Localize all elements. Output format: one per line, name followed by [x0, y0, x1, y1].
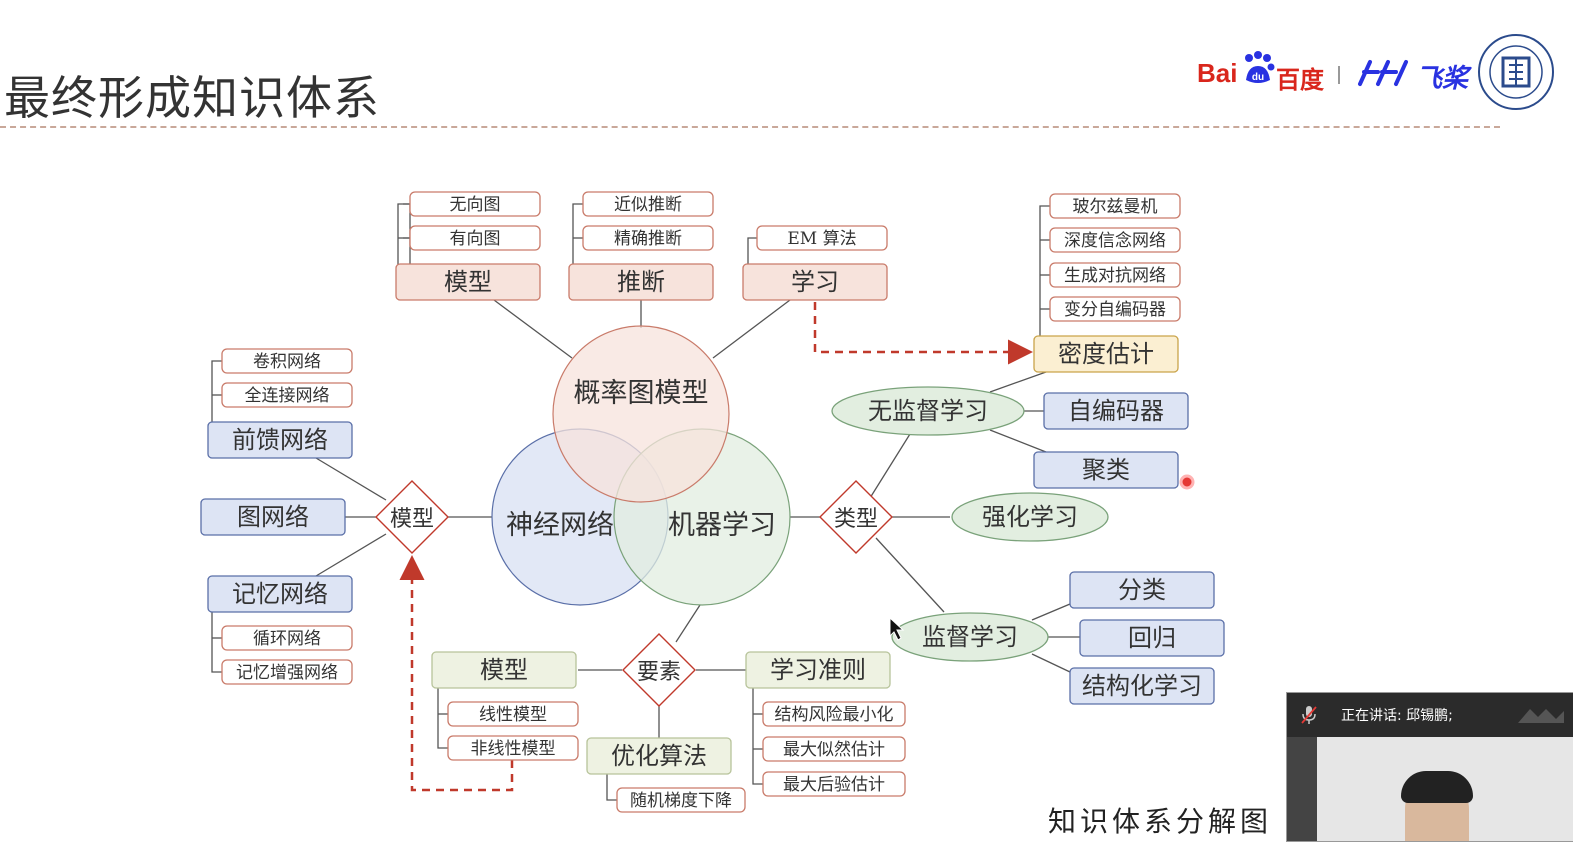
pgm-learning-branch: EM 算法 学习	[742, 225, 888, 301]
nn-model-branch: 模型 卷积网络 全连接网络 前馈网络 图网络 记忆网络 循环网络 记忆增强网络	[200, 348, 449, 685]
density-label: 密度估计	[1058, 340, 1154, 368]
slide-title: 最终形成知识体系	[4, 71, 380, 125]
pgm-inference-item: 近似推断	[614, 195, 682, 215]
memory-item: 记忆增强网络	[236, 663, 338, 683]
pgm-learning-item: EM 算法	[787, 229, 856, 249]
pgm-inference-item: 精确推断	[614, 229, 682, 249]
baidu-paw-icon: du	[1240, 50, 1276, 86]
optimization-label: 优化算法	[611, 742, 707, 770]
criterion-item: 结构风险最小化	[775, 705, 894, 725]
feedforward-label: 前馈网络	[232, 426, 328, 454]
supervised-item: 结构化学习	[1082, 672, 1202, 700]
video-watermark-icon	[1516, 705, 1566, 725]
supervised-label: 监督学习	[922, 623, 1018, 651]
pgm-inference-branch: 近似推断 精确推断 推断	[568, 191, 714, 301]
connector-lines	[211, 203, 1080, 801]
diagram-caption: 知识体系分解图	[1048, 805, 1273, 838]
pgm-model-item: 无向图	[450, 195, 501, 215]
nonlinear-to-nn-model-arrow	[399, 555, 514, 792]
paddle-icon	[1356, 56, 1412, 90]
pgm-circle-label: 概率图模型	[574, 378, 709, 409]
pgm-learning-label: 学习	[791, 268, 839, 296]
ml-types-diamond-label: 类型	[834, 507, 878, 532]
title-divider	[0, 126, 1500, 128]
density-item: 玻尔兹曼机	[1073, 197, 1158, 217]
speaker-status: 正在讲话: 邱锡鹏;	[1341, 708, 1453, 724]
elements-branch: 要素 模型 线性模型 非线性模型 学习准则 结构风险最小化 最大似然估计 最大后…	[431, 633, 906, 813]
nn-circle-label: 神经网络	[506, 510, 614, 541]
ml-types-branch: 类型 无监督学习 玻尔兹曼机 深度信念网络 生成对抗网络 变分自编码器 密度估计…	[819, 193, 1225, 705]
nn-model-diamond-label: 模型	[390, 507, 434, 532]
optimization-item: 随机梯度下降	[630, 791, 732, 811]
learning-to-density-arrow	[813, 302, 1033, 365]
autoencoder-label: 自编码器	[1068, 397, 1164, 425]
pgm-circle	[552, 325, 730, 503]
pgm-inference-label: 推断	[617, 268, 665, 296]
laser-pointer-icon	[1179, 474, 1195, 490]
density-item: 生成对抗网络	[1064, 266, 1166, 286]
svg-text:du: du	[1252, 72, 1264, 83]
paddle-text: 飞桨	[1416, 63, 1469, 93]
feedforward-item: 全连接网络	[245, 386, 330, 406]
memory-network-label: 记忆网络	[232, 580, 328, 608]
speaker-hair	[1401, 771, 1473, 803]
mouse-cursor-icon	[889, 616, 905, 641]
criterion-item: 最大后验估计	[783, 775, 885, 795]
supervised-item: 分类	[1118, 576, 1166, 604]
unsupervised-label: 无监督学习	[868, 397, 988, 425]
fudan-seal-icon	[1476, 32, 1556, 112]
criterion-item: 最大似然估计	[783, 740, 885, 760]
ml-circle-label: 机器学习	[668, 510, 776, 541]
video-title-bar: 正在讲话: 邱锡鹏;	[1287, 693, 1573, 737]
pgm-model-label: 模型	[444, 268, 492, 296]
elements-model-label: 模型	[480, 656, 528, 684]
video-background-door	[1287, 737, 1317, 841]
logo-separator	[1338, 66, 1340, 84]
elements-diamond-label: 要素	[637, 660, 681, 685]
elements-model-item: 线性模型	[479, 705, 547, 725]
pgm-model-item: 有向图	[450, 229, 501, 249]
density-item: 变分自编码器	[1064, 300, 1166, 320]
clustering-label: 聚类	[1082, 456, 1130, 484]
supervised-item: 回归	[1128, 624, 1176, 652]
elements-model-item: 非线性模型	[471, 739, 556, 759]
baidu-logo-text: Bai	[1197, 58, 1238, 88]
graph-network-label: 图网络	[237, 503, 309, 531]
memory-item: 循环网络	[253, 629, 321, 649]
mic-muted-icon[interactable]	[1301, 705, 1317, 725]
reinforcement-label: 强化学习	[982, 503, 1078, 531]
feedforward-item: 卷积网络	[253, 352, 321, 372]
criterion-label: 学习准则	[770, 656, 866, 684]
pgm-model-branch: 无向图 有向图 模型	[395, 191, 541, 301]
video-overlay[interactable]: 正在讲话: 邱锡鹏;	[1286, 692, 1573, 842]
baidu-cn-text: 百度	[1276, 67, 1324, 94]
density-item: 深度信念网络	[1064, 230, 1166, 251]
